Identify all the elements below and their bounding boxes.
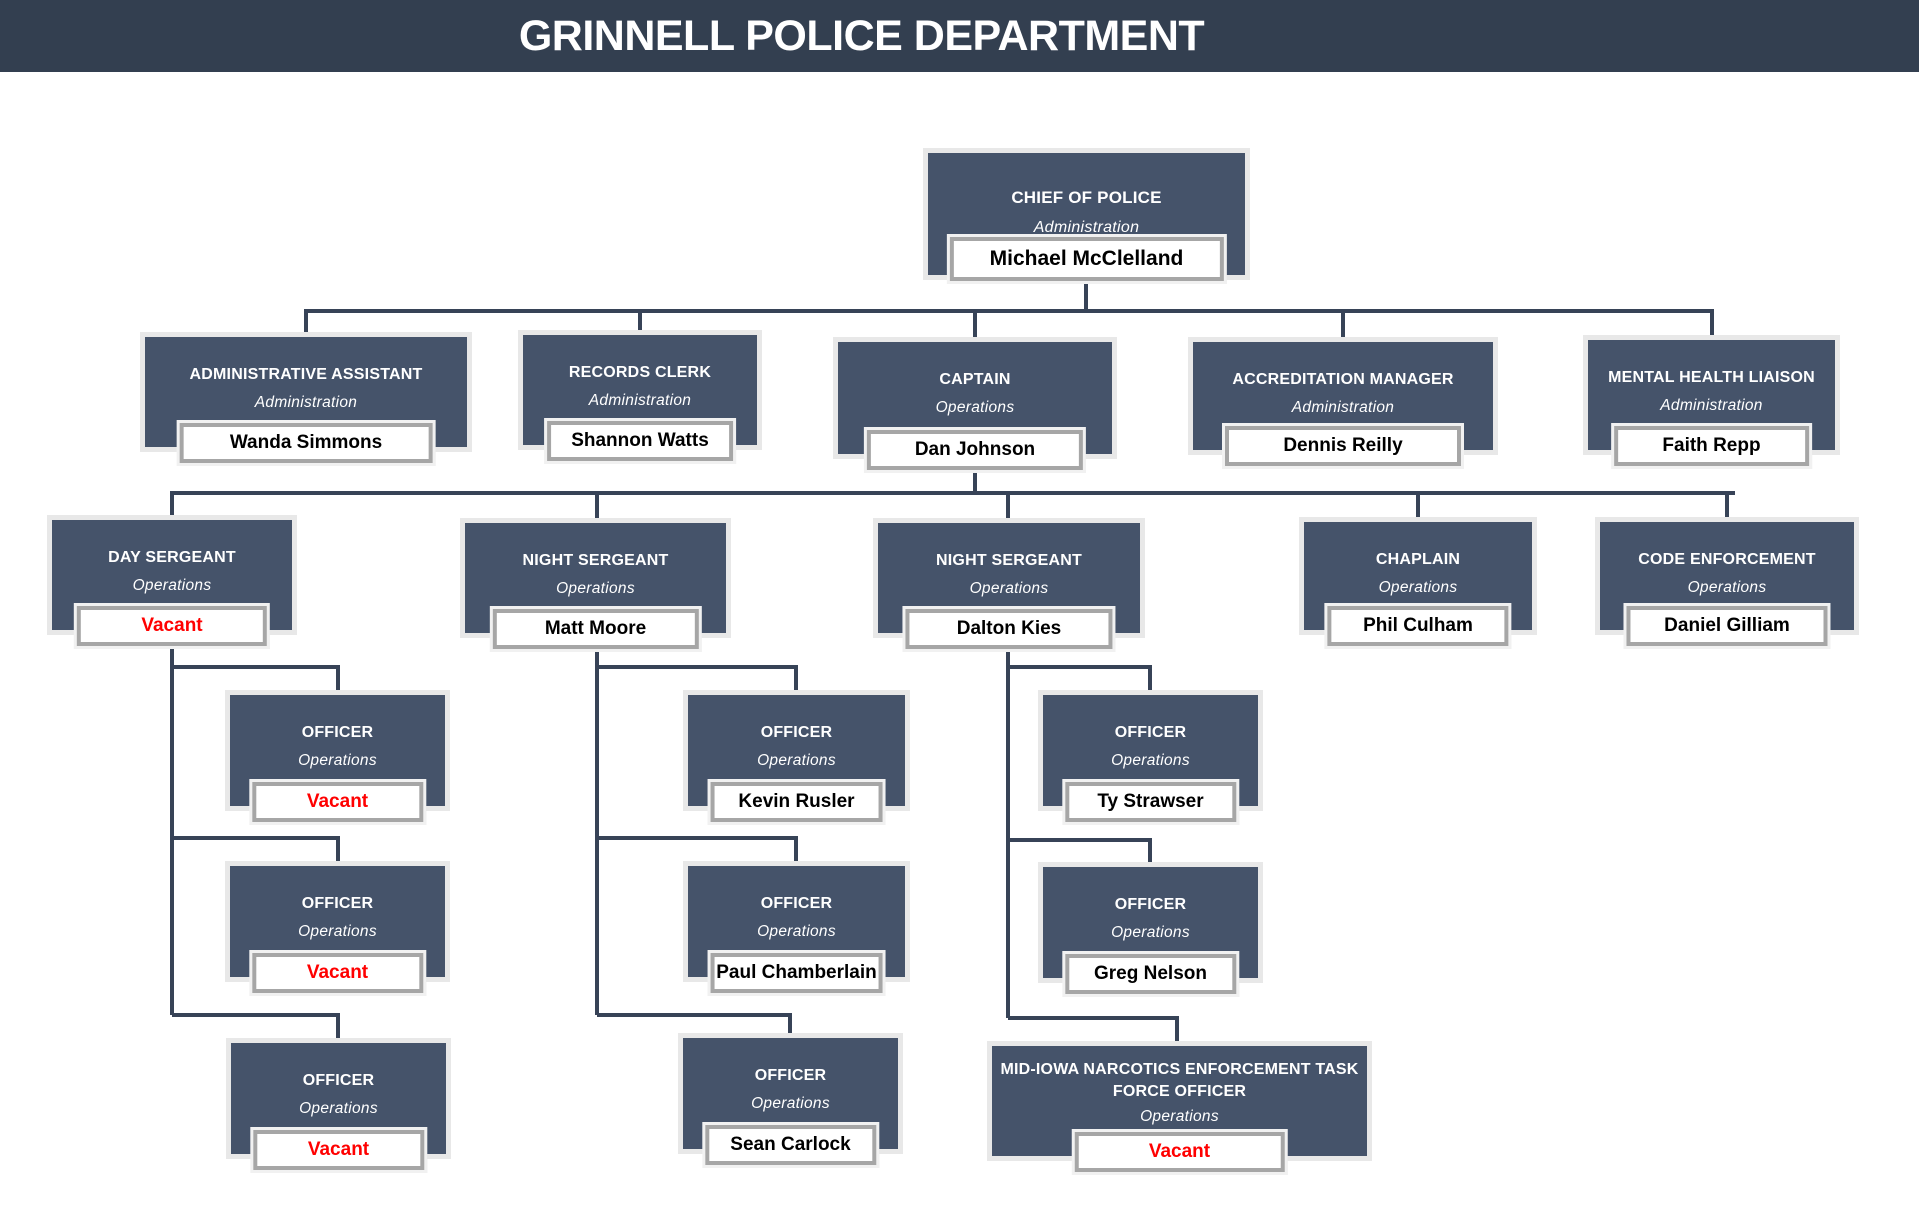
node-title: MID-IOWA NARCOTICS ENFORCEMENT TASK FORC… bbox=[1000, 1061, 1359, 1100]
node-person: Faith Repp bbox=[1613, 426, 1810, 466]
node-department: Administration bbox=[588, 392, 692, 409]
node-person: Vacant bbox=[251, 782, 424, 822]
node-person: Vacant bbox=[252, 1130, 425, 1170]
org-node-captain: CAPTAIN Operations Dan Johnson bbox=[838, 342, 1112, 470]
node-department: Operations bbox=[1111, 752, 1190, 769]
org-node-accreditation-manager: ACCREDITATION MANAGER Administration Den… bbox=[1193, 342, 1493, 466]
node-department: Operations bbox=[1378, 579, 1458, 596]
node-department: Administration bbox=[1033, 219, 1140, 236]
node-department: Administration bbox=[1660, 397, 1763, 414]
node-department: Operations bbox=[969, 580, 1049, 597]
node-department: Administration bbox=[1291, 399, 1395, 416]
node-title: CHAPLAIN bbox=[1375, 551, 1461, 568]
node-title: CHIEF OF POLICE bbox=[1011, 188, 1162, 207]
node-person: Michael McClelland bbox=[949, 237, 1224, 281]
node-title: OFFICER bbox=[754, 1067, 827, 1084]
node-person: Phil Culham bbox=[1327, 606, 1509, 646]
node-title: OFFICER bbox=[301, 724, 374, 741]
node-person: Dennis Reilly bbox=[1225, 426, 1461, 466]
node-department: Operations bbox=[1111, 924, 1190, 941]
node-department: Operations bbox=[1687, 579, 1767, 596]
node-department: Operations bbox=[132, 577, 212, 594]
node-department: Operations bbox=[757, 923, 836, 940]
org-node-officer-ty-strawser: OFFICER Operations Ty Strawser bbox=[1043, 695, 1258, 822]
node-person: Shannon Watts bbox=[547, 421, 733, 461]
node-person: Vacant bbox=[76, 606, 268, 646]
node-department: Operations bbox=[556, 580, 635, 597]
node-title: CAPTAIN bbox=[939, 371, 1011, 388]
org-node-officer-day-3: OFFICER Operations Vacant bbox=[231, 1043, 446, 1170]
org-node-chief-of-police: CHIEF OF POLICE Administration Michael M… bbox=[928, 153, 1245, 281]
node-department: Operations bbox=[935, 399, 1015, 416]
node-title: ADMINISTRATIVE ASSISTANT bbox=[189, 366, 423, 383]
page-title: GRINNELL POLICE DEPARTMENT bbox=[518, 11, 1205, 60]
node-department: Administration bbox=[254, 394, 358, 411]
org-node-officer-paul-chamberlain: OFFICER Operations Paul Chamberlain bbox=[688, 866, 905, 993]
node-title: OFFICER bbox=[302, 1072, 375, 1089]
org-node-officer-greg-nelson: OFFICER Operations Greg Nelson bbox=[1043, 867, 1258, 994]
node-title: DAY SERGEANT bbox=[108, 549, 236, 566]
page-header: GRINNELL POLICE DEPARTMENT bbox=[0, 0, 1919, 72]
org-node-mental-health-liaison: MENTAL HEALTH LIAISON Administration Fai… bbox=[1588, 340, 1835, 466]
node-person: Matt Moore bbox=[492, 609, 699, 649]
node-person: Kevin Rusler bbox=[710, 782, 883, 822]
node-person: Vacant bbox=[251, 953, 424, 993]
node-title: RECORDS CLERK bbox=[568, 364, 712, 381]
node-title: OFFICER bbox=[760, 724, 833, 741]
node-department: Operations bbox=[298, 923, 377, 940]
node-person: Dan Johnson bbox=[866, 430, 1084, 470]
org-node-midiowa-narcotics-task-force-officer: MID-IOWA NARCOTICS ENFORCEMENT TASK FORC… bbox=[992, 1046, 1367, 1172]
node-title: CODE ENFORCEMENT bbox=[1638, 551, 1816, 568]
node-title: OFFICER bbox=[301, 895, 374, 912]
org-node-night-sergeant-matt-moore: NIGHT SERGEANT Operations Matt Moore bbox=[465, 523, 726, 649]
org-node-chaplain: CHAPLAIN Operations Phil Culham bbox=[1304, 522, 1532, 646]
node-title: MENTAL HEALTH LIAISON bbox=[1608, 369, 1815, 386]
node-person: Greg Nelson bbox=[1064, 954, 1237, 994]
node-department: Operations bbox=[299, 1100, 378, 1117]
node-person: Daniel Gilliam bbox=[1626, 606, 1828, 646]
node-title: OFFICER bbox=[1114, 724, 1187, 741]
org-node-night-sergeant-dalton-kies: NIGHT SERGEANT Operations Dalton Kies bbox=[878, 523, 1140, 649]
node-department: Operations bbox=[298, 752, 377, 769]
node-department: Operations bbox=[757, 752, 836, 769]
node-person: Paul Chamberlain bbox=[710, 953, 883, 993]
org-node-officer-day-1: OFFICER Operations Vacant bbox=[230, 695, 445, 822]
node-title: OFFICER bbox=[760, 895, 833, 912]
node-title: ACCREDITATION MANAGER bbox=[1232, 371, 1454, 388]
node-person: Wanda Simmons bbox=[179, 423, 433, 463]
org-node-officer-day-2: OFFICER Operations Vacant bbox=[230, 866, 445, 993]
node-person: Vacant bbox=[1074, 1132, 1285, 1172]
node-department: Operations bbox=[1140, 1108, 1219, 1125]
org-node-administrative-assistant: ADMINISTRATIVE ASSISTANT Administration … bbox=[145, 337, 467, 463]
node-person: Dalton Kies bbox=[905, 609, 1113, 649]
node-title: NIGHT SERGEANT bbox=[522, 552, 669, 569]
node-department: Operations bbox=[751, 1095, 830, 1112]
org-node-code-enforcement: CODE ENFORCEMENT Operations Daniel Gilli… bbox=[1600, 522, 1854, 646]
node-title: OFFICER bbox=[1114, 896, 1187, 913]
org-node-officer-sean-carlock: OFFICER Operations Sean Carlock bbox=[683, 1038, 898, 1165]
node-person: Ty Strawser bbox=[1064, 782, 1237, 822]
org-node-officer-kevin-rusler: OFFICER Operations Kevin Rusler bbox=[688, 695, 905, 822]
node-title: NIGHT SERGEANT bbox=[936, 552, 1082, 569]
org-node-records-clerk: RECORDS CLERK Administration Shannon Wat… bbox=[523, 335, 757, 461]
org-node-day-sergeant: DAY SERGEANT Operations Vacant bbox=[52, 520, 292, 646]
node-person: Sean Carlock bbox=[704, 1125, 877, 1165]
